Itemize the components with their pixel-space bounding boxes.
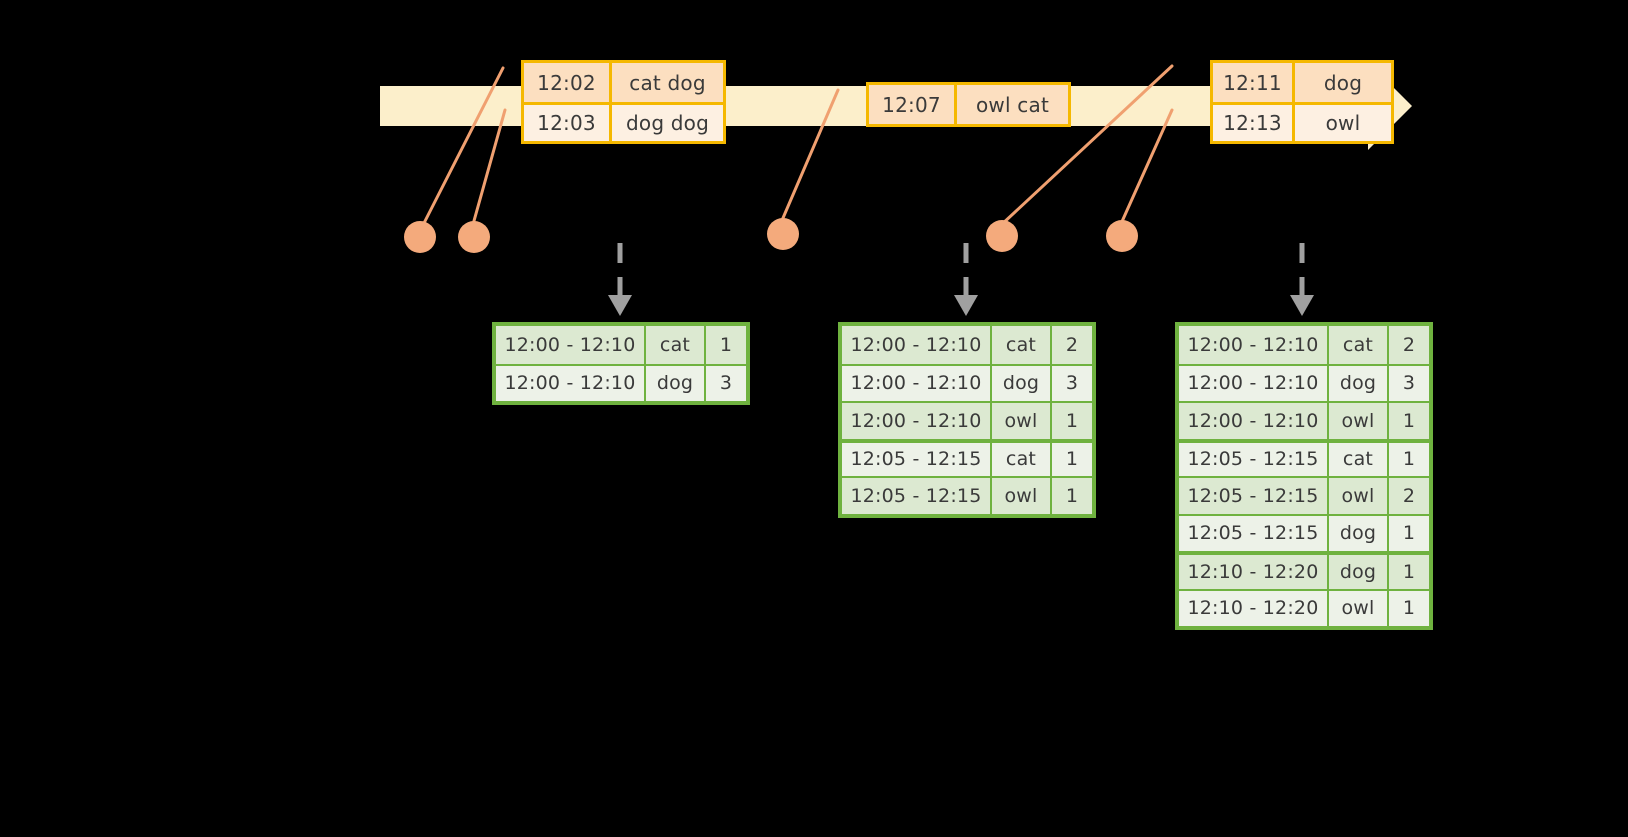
cell-window: 12:10 - 12:20 — [1179, 555, 1329, 589]
cell-count: 1 — [1065, 409, 1079, 432]
cell-count: 1 — [1065, 448, 1079, 471]
dashed-arrow-3 — [1290, 243, 1314, 316]
cell-count: 1 — [1402, 409, 1416, 432]
cell-key: dog — [1329, 365, 1389, 401]
event-dot-1 — [404, 221, 436, 253]
cell-key: owl — [1329, 403, 1389, 439]
event-words: dog — [1323, 70, 1363, 95]
event-time: 12:03 — [524, 105, 612, 141]
result-table-1: 12:00 - 12:10 cat 1 12:00 - 12:10 dog 3 — [492, 322, 750, 405]
cell-count: 2 — [1402, 333, 1416, 356]
event-group-2: 12:07 owl cat — [866, 82, 1071, 127]
event-row: 12:07 owl cat — [869, 85, 1068, 124]
table-row: 12:05 - 12:15 dog 1 — [1179, 513, 1429, 551]
event-words: dog dog — [625, 111, 709, 135]
cell-key: owl — [1329, 590, 1389, 626]
cell-key: cat — [992, 442, 1052, 476]
cell-count: 2 — [1402, 484, 1416, 507]
event-dots-group — [404, 218, 1138, 253]
table-row: 12:00 - 12:10 dog 3 — [1179, 363, 1429, 401]
cell-key: cat — [1329, 326, 1389, 364]
cell-window: 12:00 - 12:10 — [842, 326, 992, 364]
cell-window: 12:00 - 12:10 — [496, 365, 646, 401]
cell-window: 12:00 - 12:10 — [1179, 403, 1329, 439]
cell-count: 1 — [1065, 484, 1079, 507]
event-time: 12:11 — [1213, 63, 1295, 102]
event-dot-5 — [1106, 220, 1138, 252]
cell-key: owl — [1329, 478, 1389, 514]
table-row: 12:00 - 12:10 cat 1 — [496, 326, 746, 364]
table-row: 12:00 - 12:10 dog 3 — [496, 363, 746, 401]
event-dot-3 — [767, 218, 799, 250]
cell-count: 1 — [1402, 597, 1416, 620]
cell-count: 3 — [719, 372, 733, 395]
cell-count: 1 — [1402, 522, 1416, 545]
event-row: 12:02 cat dog — [524, 63, 723, 102]
event-row: 12:03 dog dog — [524, 102, 723, 141]
dashed-arrows-group — [608, 243, 1314, 316]
table-row: 12:05 - 12:15 cat 1 — [842, 438, 1092, 476]
cell-count: 3 — [1065, 372, 1079, 395]
cell-count: 2 — [1065, 333, 1079, 356]
table-row: 12:05 - 12:15 cat 1 — [1179, 438, 1429, 476]
event-words: cat dog — [629, 70, 706, 95]
dashed-arrow-2 — [954, 243, 978, 316]
cell-window: 12:05 - 12:15 — [1179, 478, 1329, 514]
event-row: 12:11 dog — [1213, 63, 1391, 102]
table-row: 12:00 - 12:10 dog 3 — [842, 363, 1092, 401]
table-row: 12:00 - 12:10 owl 1 — [842, 401, 1092, 439]
cell-window: 12:05 - 12:15 — [842, 442, 992, 476]
event-dot-4 — [986, 220, 1018, 252]
cell-window: 12:05 - 12:15 — [842, 478, 992, 514]
cell-count: 1 — [1402, 448, 1416, 471]
result-table-2: 12:00 - 12:10 cat 2 12:00 - 12:10 dog 3 … — [838, 322, 1096, 518]
cell-count: 1 — [719, 333, 733, 356]
table-row: 12:10 - 12:20 dog 1 — [1179, 551, 1429, 589]
event-time: 12:02 — [524, 63, 612, 102]
cell-key: owl — [992, 478, 1052, 514]
cell-window: 12:05 - 12:15 — [1179, 515, 1329, 551]
table-row: 12:05 - 12:15 owl 2 — [1179, 476, 1429, 514]
cell-key: dog — [646, 365, 706, 401]
cell-window: 12:00 - 12:10 — [1179, 326, 1329, 364]
cell-key: dog — [1329, 555, 1389, 589]
cell-key: dog — [1329, 515, 1389, 551]
event-time: 12:07 — [869, 85, 957, 124]
table-row: 12:05 - 12:15 owl 1 — [842, 476, 1092, 514]
cell-count: 3 — [1402, 372, 1416, 395]
event-row: 12:13 owl — [1213, 102, 1391, 141]
event-time: 12:13 — [1213, 105, 1295, 141]
cell-window: 12:00 - 12:10 — [842, 403, 992, 439]
table-row: 12:00 - 12:10 cat 2 — [842, 326, 1092, 364]
cell-key: cat — [992, 326, 1052, 364]
cell-key: cat — [1329, 442, 1389, 476]
cell-count: 1 — [1402, 560, 1416, 583]
table-row: 12:10 - 12:20 owl 1 — [1179, 588, 1429, 626]
cell-key: dog — [992, 365, 1052, 401]
cell-window: 12:10 - 12:20 — [1179, 590, 1329, 626]
event-dot-2 — [458, 221, 490, 253]
event-group-1: 12:02 cat dog 12:03 dog dog — [521, 60, 726, 144]
cell-key: cat — [646, 326, 706, 364]
table-row: 12:00 - 12:10 cat 2 — [1179, 326, 1429, 364]
cell-window: 12:00 - 12:10 — [842, 365, 992, 401]
cell-window: 12:05 - 12:15 — [1179, 442, 1329, 476]
event-words: owl — [1325, 111, 1361, 135]
dashed-arrow-1 — [608, 243, 632, 316]
result-table-3: 12:00 - 12:10 cat 2 12:00 - 12:10 dog 3 … — [1175, 322, 1433, 630]
event-group-3: 12:11 dog 12:13 owl — [1210, 60, 1394, 144]
cell-window: 12:00 - 12:10 — [496, 326, 646, 364]
table-row: 12:00 - 12:10 owl 1 — [1179, 401, 1429, 439]
cell-key: owl — [992, 403, 1052, 439]
cell-window: 12:00 - 12:10 — [1179, 365, 1329, 401]
event-words: owl cat — [975, 92, 1049, 117]
